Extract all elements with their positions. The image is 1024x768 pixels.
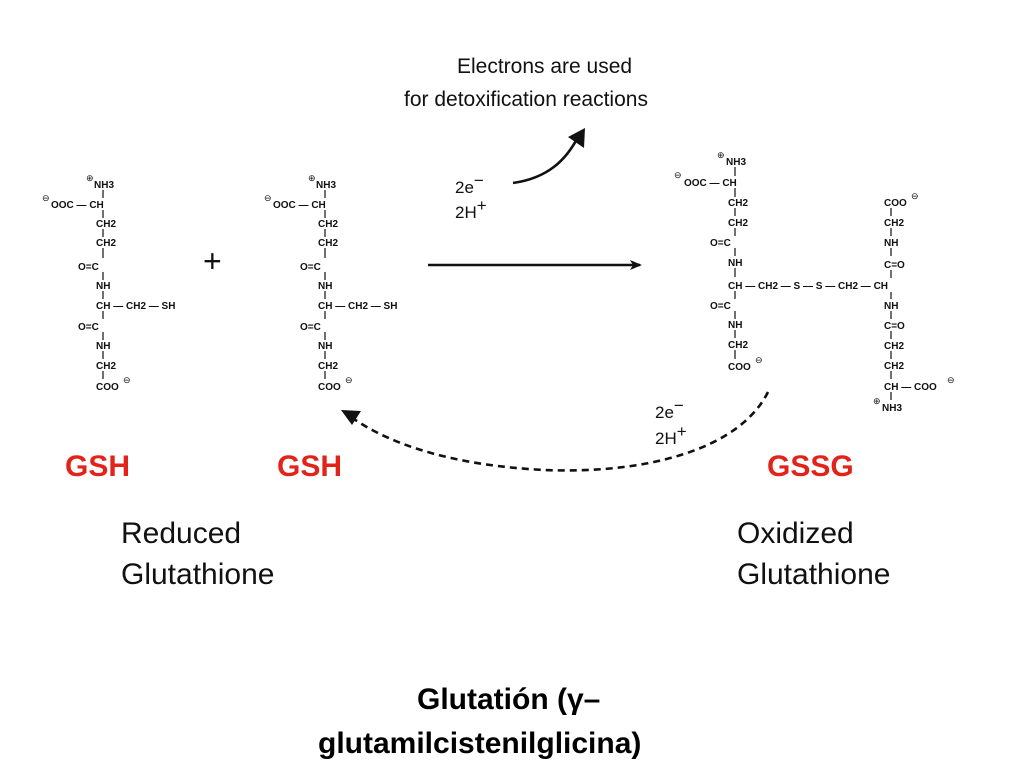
annotation-line-1: Electrons are used bbox=[457, 55, 632, 78]
svg-text:⊖: ⊖ bbox=[345, 375, 353, 385]
gssg-structure: ⊕ NH3 ⊖ OOC — CH CH2 CH2 O=C NH CH — CH2… bbox=[674, 150, 955, 414]
svg-text:⊕: ⊕ bbox=[717, 150, 725, 160]
svg-text:OOC — CH: OOC — CH bbox=[51, 200, 104, 211]
plus-sign: + bbox=[203, 243, 222, 279]
svg-text:NH: NH bbox=[318, 281, 332, 292]
svg-text:O=C: O=C bbox=[300, 262, 321, 273]
svg-text:O=C: O=C bbox=[78, 322, 99, 333]
svg-text:O=C: O=C bbox=[710, 301, 731, 312]
svg-text:2e−: 2e− bbox=[455, 171, 484, 197]
caption-line-2: glutamilcistenilglicina) bbox=[318, 727, 641, 760]
svg-text:NH3: NH3 bbox=[726, 157, 746, 168]
svg-text:CH — COO: CH — COO bbox=[884, 382, 937, 393]
gsh-structure-1: ⊕ NH3 ⊖ OOC — CH CH2 CH2 O=C NH CH — CH2… bbox=[42, 173, 175, 393]
svg-text:NH3: NH3 bbox=[316, 180, 336, 191]
svg-text:O=C: O=C bbox=[710, 238, 731, 249]
svg-text:⊖: ⊖ bbox=[947, 375, 955, 385]
svg-text:COO: COO bbox=[884, 198, 907, 209]
svg-text:OOC — CH: OOC — CH bbox=[684, 178, 737, 189]
reduced-label-line-1: Reduced bbox=[121, 517, 241, 550]
svg-text:C=O: C=O bbox=[884, 321, 905, 332]
detox-curved-arrow-head bbox=[568, 128, 585, 148]
svg-text:⊕: ⊕ bbox=[308, 173, 316, 183]
svg-text:CH2: CH2 bbox=[318, 238, 338, 249]
svg-text:CH2: CH2 bbox=[728, 198, 748, 209]
gssg-label: GSSG bbox=[767, 450, 854, 483]
annotation-line-2: for detoxification reactions bbox=[404, 88, 648, 111]
svg-text:CH2: CH2 bbox=[884, 341, 904, 352]
oxidized-label-line-2: Glutathione bbox=[737, 558, 890, 591]
reverse-reaction-arrow-head bbox=[341, 410, 361, 425]
gsh-structure-2: ⊕ NH3 ⊖ OOC — CH CH2 CH2 O=C NH CH — CH2… bbox=[264, 173, 397, 393]
svg-text:NH3: NH3 bbox=[882, 403, 902, 414]
svg-text:⊖: ⊖ bbox=[911, 191, 919, 201]
svg-text:CH2: CH2 bbox=[96, 238, 116, 249]
svg-text:NH: NH bbox=[96, 341, 110, 352]
svg-text:⊖: ⊖ bbox=[674, 170, 682, 180]
svg-text:COO: COO bbox=[318, 382, 341, 393]
svg-text:CH — CH2 — S — S — CH2 — CH: CH — CH2 — S — S — CH2 — CH bbox=[728, 281, 888, 292]
svg-text:NH: NH bbox=[728, 258, 742, 269]
electrons-back-label: 2e− 2H+ bbox=[655, 396, 687, 448]
svg-text:⊖: ⊖ bbox=[755, 355, 763, 365]
svg-text:⊖: ⊖ bbox=[264, 193, 272, 203]
oxidized-label-line-1: Oxidized bbox=[737, 517, 854, 550]
svg-text:CH — CH2 — SH: CH — CH2 — SH bbox=[318, 301, 397, 312]
caption-line-1: Glutatión (γ– bbox=[417, 683, 600, 716]
svg-text:COO: COO bbox=[96, 382, 119, 393]
svg-text:NH: NH bbox=[318, 341, 332, 352]
svg-text:2H+: 2H+ bbox=[655, 422, 687, 448]
electrons-forward-label: 2e− 2H+ bbox=[455, 171, 487, 222]
svg-text:CH2: CH2 bbox=[728, 218, 748, 229]
detox-curved-arrow bbox=[512, 136, 580, 185]
svg-text:O=C: O=C bbox=[78, 262, 99, 273]
svg-text:CH2: CH2 bbox=[884, 218, 904, 229]
svg-text:2H+: 2H+ bbox=[455, 196, 487, 222]
svg-text:CH2: CH2 bbox=[318, 361, 338, 372]
svg-text:NH: NH bbox=[884, 238, 898, 249]
gsh-label-2: GSH bbox=[277, 450, 342, 483]
svg-text:COO: COO bbox=[728, 362, 751, 373]
svg-text:CH — CH2 — SH: CH — CH2 — SH bbox=[96, 301, 175, 312]
svg-text:2e−: 2e− bbox=[655, 396, 684, 422]
svg-text:⊖: ⊖ bbox=[123, 375, 131, 385]
svg-text:CH2: CH2 bbox=[884, 361, 904, 372]
svg-text:NH: NH bbox=[884, 301, 898, 312]
gsh-label-1: GSH bbox=[65, 450, 130, 483]
reverse-reaction-arrow bbox=[350, 391, 770, 472]
svg-text:NH3: NH3 bbox=[94, 180, 114, 191]
svg-text:⊕: ⊕ bbox=[86, 173, 94, 183]
svg-text:⊖: ⊖ bbox=[42, 193, 50, 203]
svg-text:⊕: ⊕ bbox=[873, 396, 881, 406]
svg-text:OOC — CH: OOC — CH bbox=[273, 200, 326, 211]
svg-text:NH: NH bbox=[96, 281, 110, 292]
svg-text:O=C: O=C bbox=[300, 322, 321, 333]
svg-text:C=O: C=O bbox=[884, 260, 905, 271]
svg-text:CH2: CH2 bbox=[318, 219, 338, 230]
svg-text:CH2: CH2 bbox=[728, 340, 748, 351]
svg-text:CH2: CH2 bbox=[96, 361, 116, 372]
svg-text:CH2: CH2 bbox=[96, 219, 116, 230]
svg-text:NH: NH bbox=[728, 320, 742, 331]
reduced-label-line-2: Glutathione bbox=[121, 558, 274, 591]
